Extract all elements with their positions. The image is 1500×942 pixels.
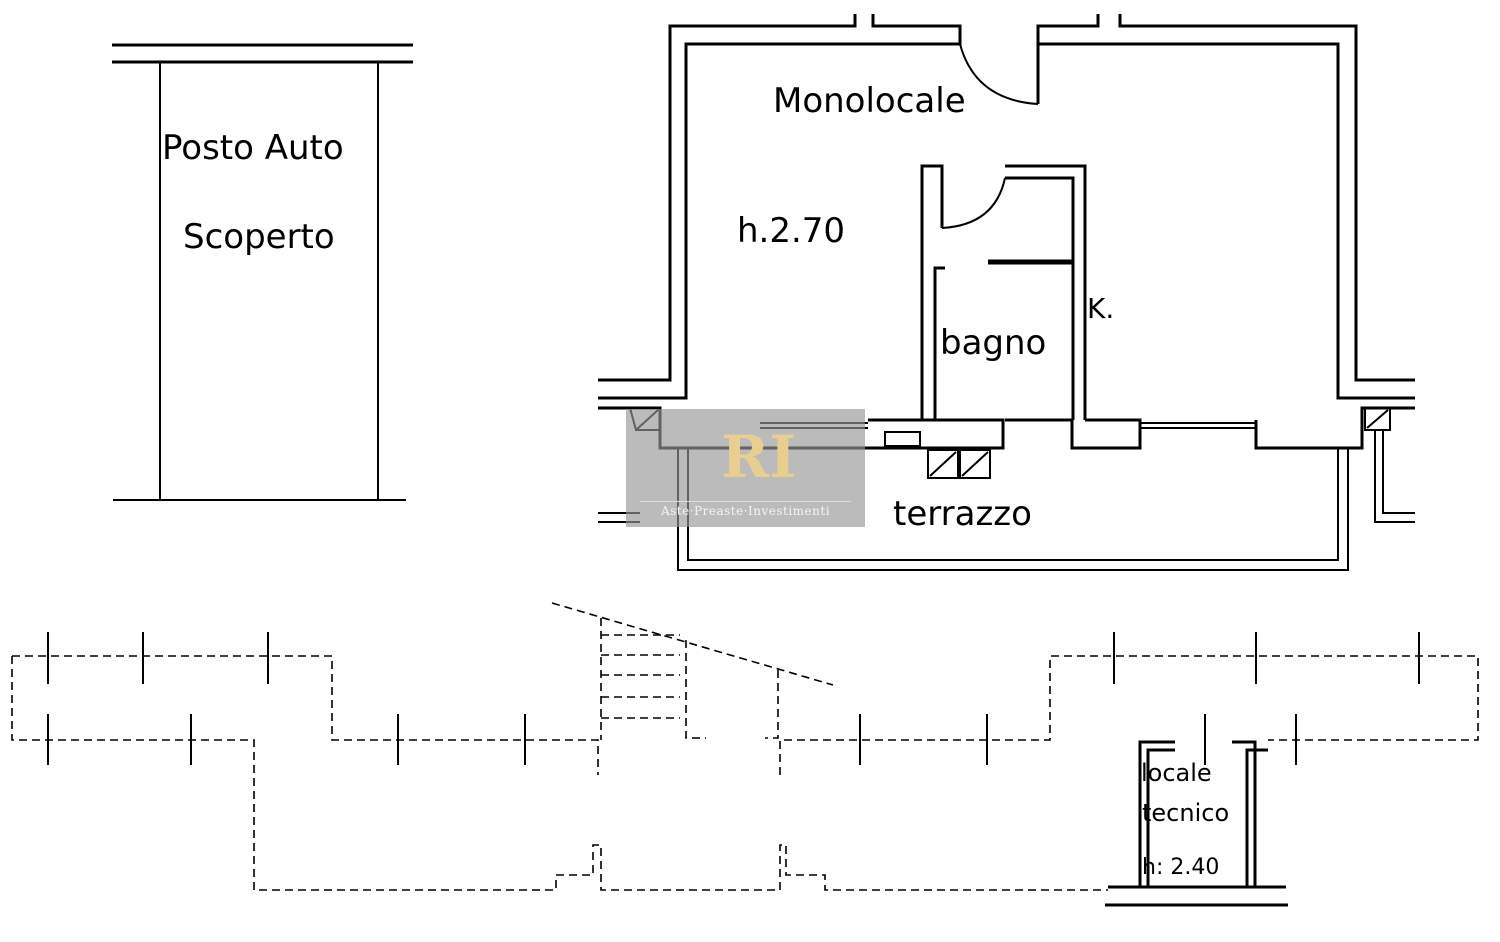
- watermark-text: Aste·Preaste·Investimenti: [640, 501, 851, 518]
- watermark-logo: RI: [721, 423, 797, 491]
- room-label-monolocale: Monolocale: [773, 81, 966, 121]
- ceiling-height-label: h.2.70: [737, 211, 845, 251]
- apartment-walls: [598, 14, 1415, 571]
- watermark: RI Aste·Preaste·Investimenti: [626, 409, 865, 527]
- parking-label-line2: Scoperto: [183, 217, 335, 257]
- parking-label-line1: Posto Auto: [162, 128, 344, 168]
- building-outline-dashed: [11, 602, 1479, 907]
- parking-space: [112, 43, 413, 501]
- room-label-terrazzo: terrazzo: [893, 494, 1032, 534]
- room-label-tecnico: tecnico: [1142, 799, 1229, 827]
- room-label-kitchen: K.: [1087, 292, 1114, 325]
- room-label-locale: locale: [1141, 759, 1212, 787]
- tech-room-height-label: h: 2.40: [1142, 855, 1219, 880]
- room-label-bagno: bagno: [940, 323, 1046, 363]
